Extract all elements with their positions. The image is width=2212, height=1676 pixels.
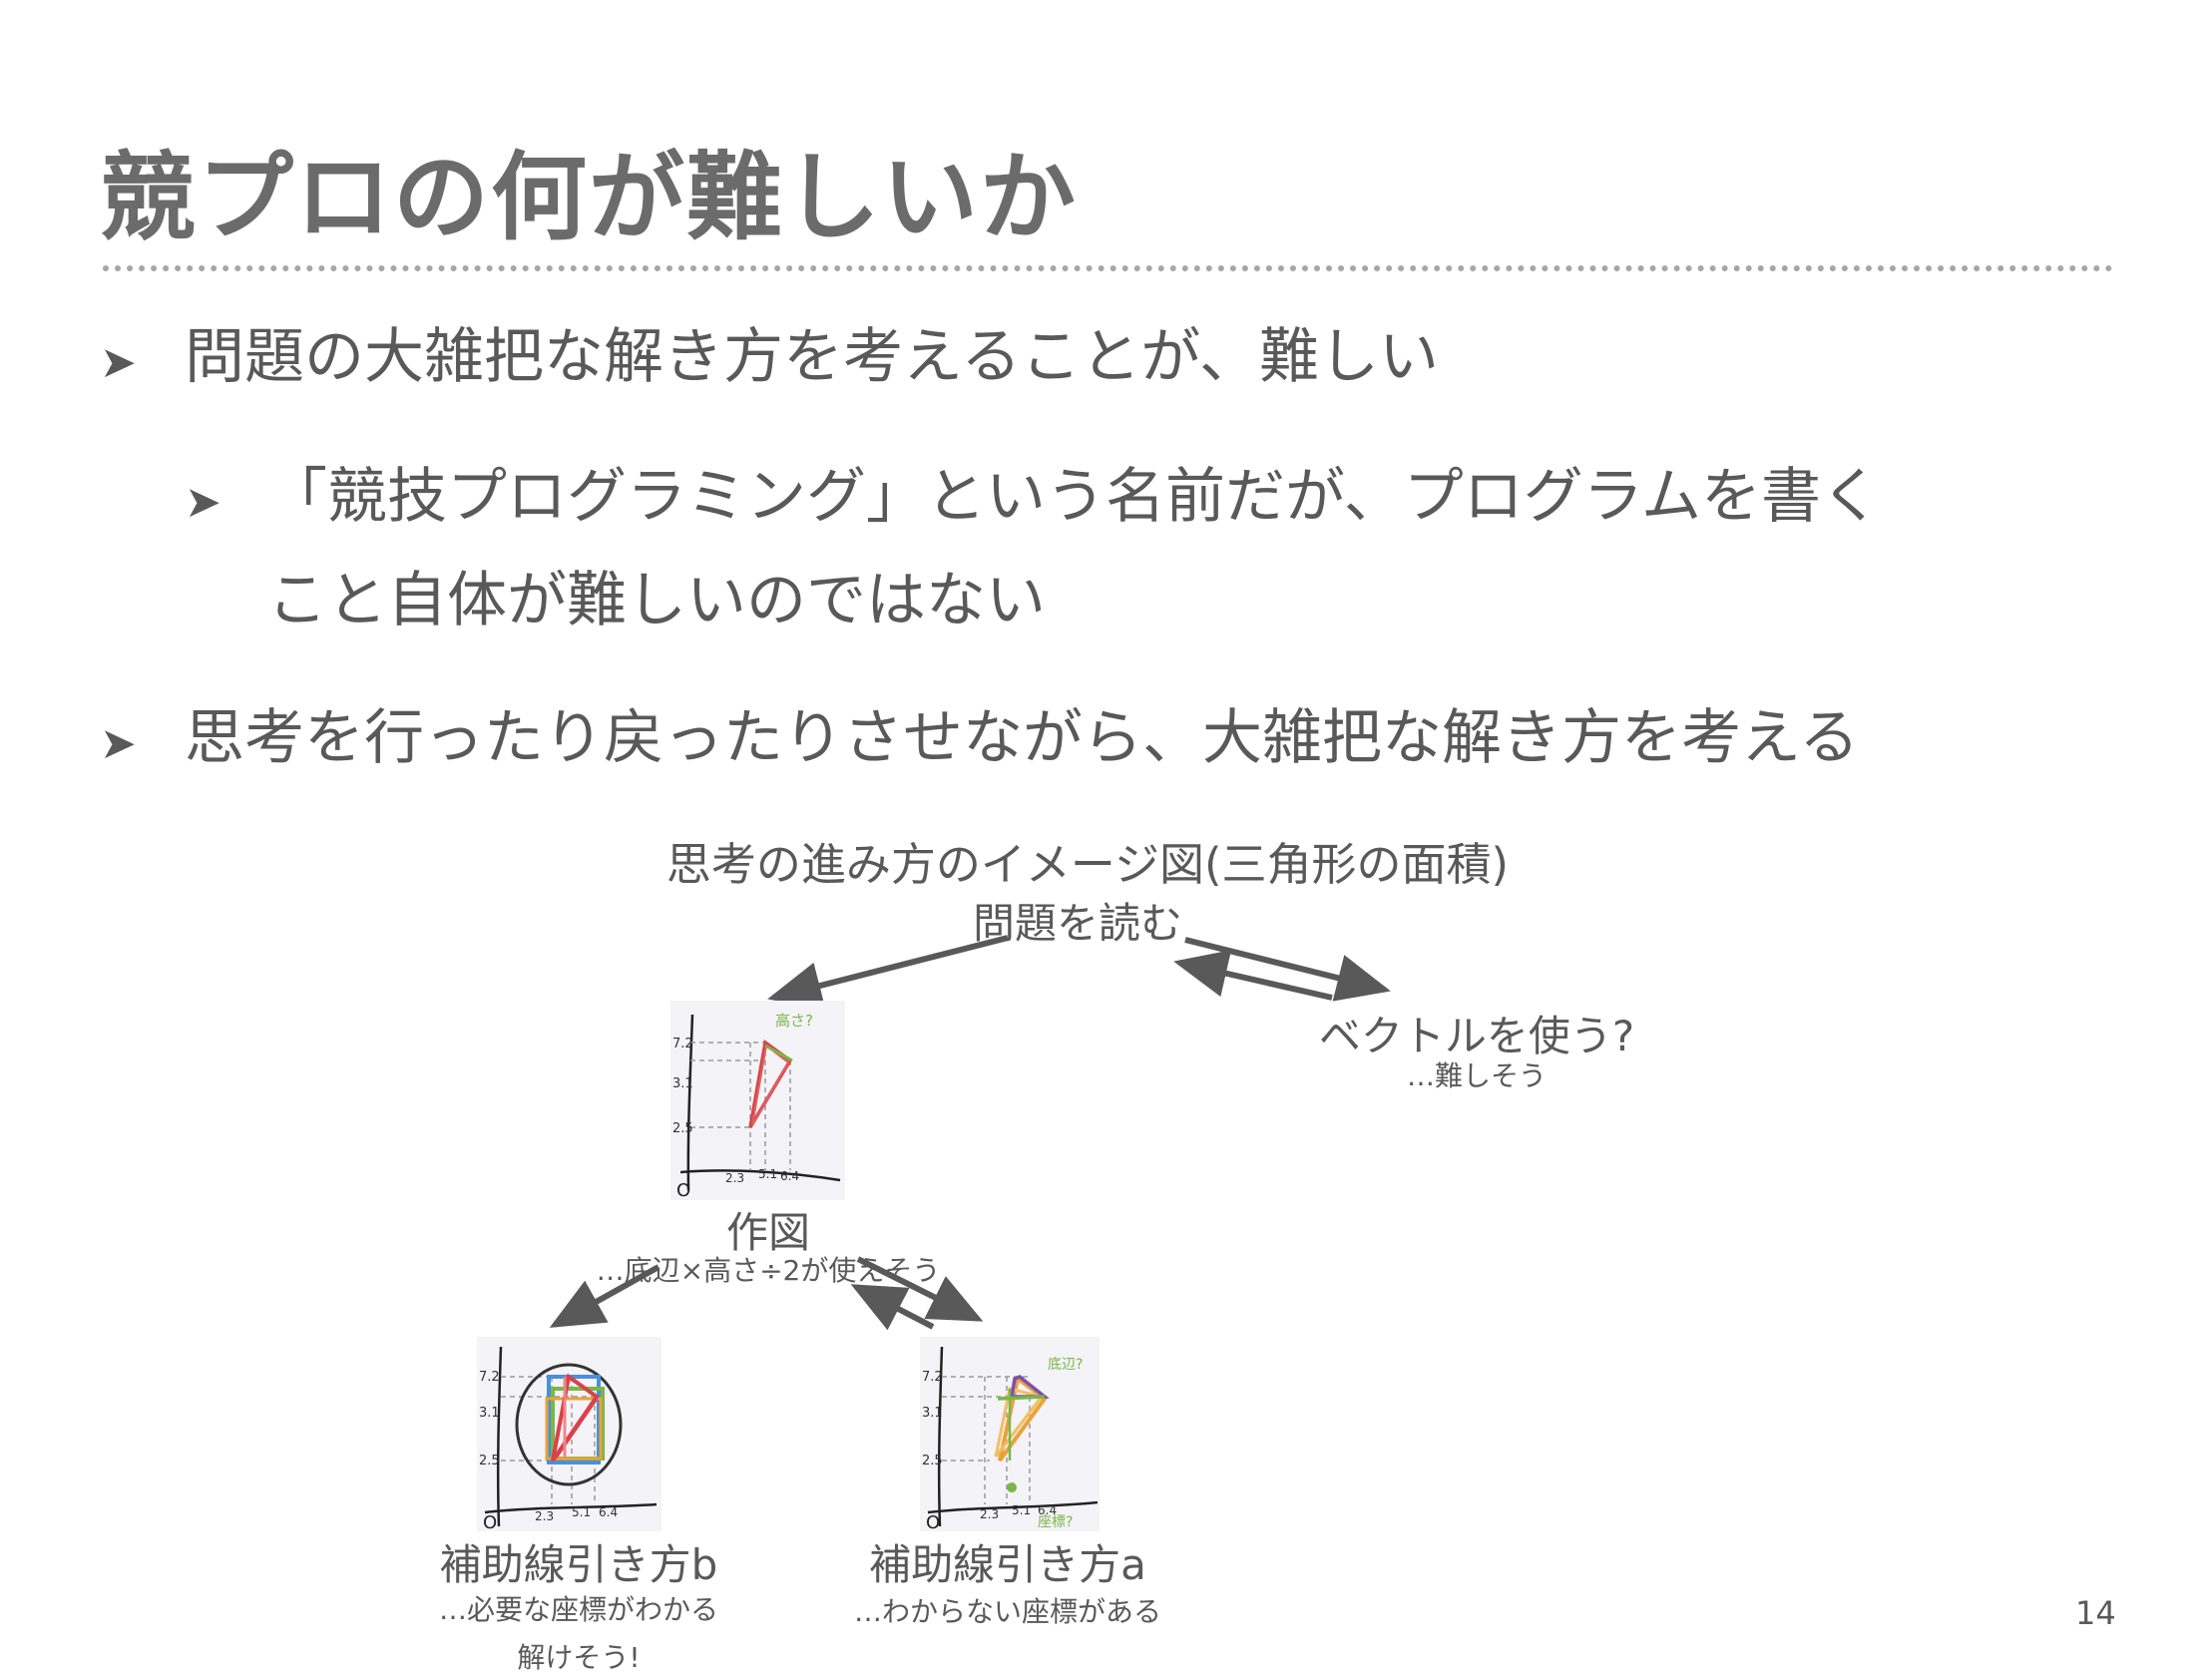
y-tick: 2.5: [479, 1454, 500, 1468]
aux-b-node-note: …必要な座標がわかる: [438, 1593, 718, 1626]
x-tick: 5.1: [572, 1505, 591, 1519]
x-tick: 6.4: [599, 1505, 618, 1519]
arrow-vector-to-root: [1173, 950, 1333, 1001]
y-tick: 7.2: [922, 1370, 943, 1385]
x-tick: 2.3: [535, 1509, 554, 1523]
slide-title: 競プロの何が難しいか: [100, 142, 1078, 253]
x-tick: 6.4: [780, 1169, 799, 1183]
diagram-title: 思考の進み方のイメージ図(三角形の面積): [665, 838, 1510, 891]
arrow-aux-a-to-construct: [850, 1284, 935, 1331]
bullet-2: 思考を行ったり戻ったりさせながら、大雑把な解き方を考える: [185, 703, 1860, 773]
height-note: 高さ?: [775, 1012, 813, 1030]
y-tick: 3.1: [922, 1406, 943, 1421]
y-tick: 3.1: [672, 1076, 693, 1091]
vector-node-label: ベクトルを使う?: [1318, 1012, 1635, 1060]
y-tick: 2.5: [922, 1454, 943, 1468]
vector-node-note: …難しそう: [1406, 1059, 1547, 1092]
sub-bullet-arrow-icon: ➤: [185, 477, 221, 528]
x-tick: 2.3: [725, 1171, 744, 1185]
coord-note: 座標?: [1038, 1514, 1073, 1530]
construct-node-label: 作図: [725, 1208, 810, 1257]
base-note: 底辺?: [1048, 1357, 1083, 1373]
aux-a-node-note: …わからない座標がある: [853, 1595, 1161, 1628]
origin-label: O: [676, 1180, 690, 1200]
arrow-root-to-construct: [767, 935, 1009, 1010]
sub-bullet-line-2: こと自体が難しいのではない: [267, 566, 1046, 635]
sketch-construct: 7.2 3.1 2.5 2.3 5.1 6.4 O 高さ?: [670, 1001, 845, 1200]
arrow-construct-to-aux-b: [549, 1264, 661, 1328]
x-tick: 5.1: [1012, 1503, 1031, 1517]
bullet-arrow-icon: ➤: [100, 337, 137, 388]
y-tick: 7.2: [672, 1037, 693, 1051]
sketch-aux-b: 7.2 3.1 2.5 2.3 5.1 6.4 O: [477, 1337, 662, 1531]
aux-b-node-label: 補助線引き方b: [439, 1540, 718, 1589]
origin-label: O: [926, 1512, 940, 1531]
page-number: 14: [2075, 1594, 2116, 1632]
bullet-arrow-icon: ➤: [100, 718, 137, 769]
x-tick: 6.4: [1038, 1503, 1057, 1517]
bullet-1: 問題の大雑把な解き方を考えることが、難しい: [185, 322, 1439, 392]
arrow-root-to-vector: [1184, 937, 1391, 1002]
title-divider: [103, 265, 2113, 271]
x-tick: 2.3: [980, 1507, 999, 1521]
y-tick: 2.5: [672, 1121, 693, 1136]
arrow-construct-to-aux-a: [856, 1256, 984, 1322]
sub-bullet-line-1: 「競技プログラミング」という名前だが、プログラムを書く: [267, 462, 1881, 532]
x-tick: 5.1: [758, 1167, 777, 1181]
y-tick: 3.1: [479, 1406, 500, 1421]
sketch-aux-a: 7.2 3.1 2.5 2.3 5.1 6.4 O 底辺? 座標?: [920, 1337, 1100, 1531]
aux-a-node-label: 補助線引き方a: [869, 1540, 1146, 1589]
y-tick: 7.2: [479, 1370, 500, 1385]
origin-label: O: [483, 1512, 497, 1531]
